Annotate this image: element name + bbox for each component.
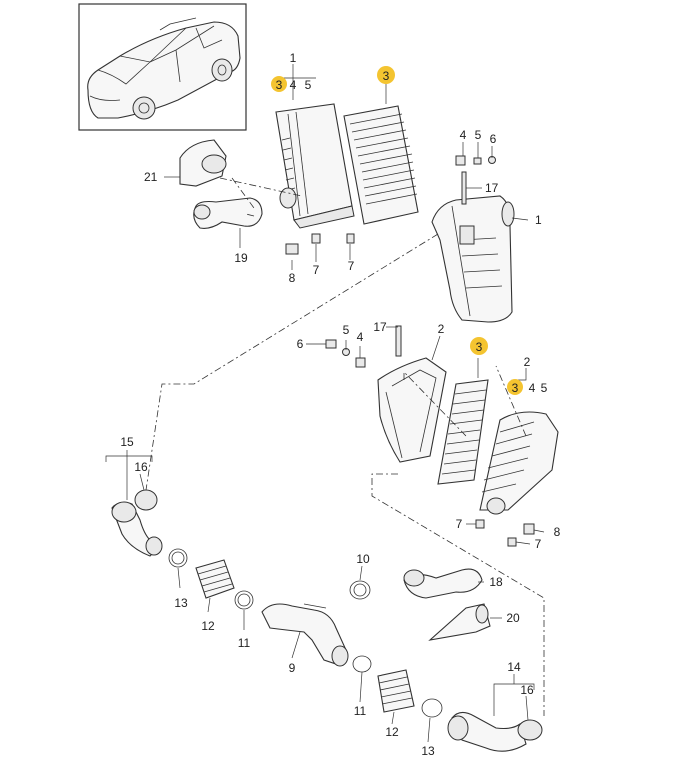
- callout-3: 3: [276, 78, 283, 92]
- bottom-clamp-11: [352, 655, 372, 673]
- callout-12: 12: [385, 725, 399, 739]
- left-clamp-11: [234, 590, 254, 610]
- highlight-marker: [377, 66, 395, 84]
- callout-8: 8: [289, 271, 296, 285]
- callout-10: 10: [356, 552, 370, 566]
- callout-5: 5: [475, 128, 482, 142]
- upper-small-parts: [285, 155, 496, 255]
- mid-airbox-lower-half: [479, 411, 559, 515]
- callout-14: 14: [507, 660, 521, 674]
- leader-lines: [105, 64, 545, 743]
- assembly-lines: [145, 177, 545, 716]
- callout-19: 19: [234, 251, 248, 265]
- callout-15: 15: [120, 435, 134, 449]
- mid-airbox-housing: [377, 357, 447, 463]
- callout-4: 4: [529, 381, 536, 395]
- callout-12: 12: [201, 619, 215, 633]
- callout-16: 16: [134, 460, 148, 474]
- right-intake-hose: [403, 568, 483, 599]
- callout-4: 4: [357, 330, 364, 344]
- callout-17: 17: [485, 181, 499, 195]
- callout-5: 5: [305, 78, 312, 92]
- left-air-duct-elbow: [111, 501, 163, 557]
- right-rubber-gasket: [517, 719, 543, 741]
- callout-7: 7: [535, 537, 542, 551]
- callout-7: 7: [348, 259, 355, 273]
- callout-2: 2: [438, 322, 445, 336]
- callout-13: 13: [421, 744, 435, 758]
- highlight-marker: [507, 379, 523, 395]
- center-clamp-10: [349, 580, 371, 600]
- callout-5: 5: [343, 323, 350, 337]
- callout-3: 3: [512, 381, 519, 395]
- callout-1: 1: [535, 213, 542, 227]
- callout-11: 11: [238, 636, 251, 650]
- upper-filter-element: [343, 105, 419, 225]
- callout-16: 16: [520, 683, 534, 697]
- right-inlet-funnel: [428, 603, 491, 641]
- center-main-duct: [261, 603, 349, 667]
- callout-13: 13: [174, 596, 188, 610]
- bottom-bellows: [377, 669, 415, 713]
- callout-6: 6: [297, 337, 304, 351]
- callout-11: 11: [354, 704, 367, 718]
- callout-1: 1: [290, 51, 297, 65]
- left-bellows: [195, 559, 235, 599]
- upper-airbox-lower-half: [275, 103, 355, 229]
- callout-3: 3: [383, 69, 390, 83]
- callout-6: 6: [490, 132, 497, 146]
- highlight-marker: [271, 76, 287, 92]
- right-air-duct-elbow: [447, 711, 527, 752]
- left-rubber-gasket: [134, 489, 158, 511]
- left-clamp-13: [168, 548, 188, 568]
- callout-9: 9: [289, 661, 296, 675]
- highlight-marker: [470, 337, 488, 355]
- callout-4: 4: [290, 78, 297, 92]
- callout-18: 18: [489, 575, 503, 589]
- callout-labels: 1 3 4 5 3 4 5 6 17 1 21 19 8 7 7 17 2 6 …: [120, 51, 560, 758]
- vehicle-thumbnail: [78, 3, 247, 131]
- bottom-clamp-13: [421, 698, 443, 718]
- callout-4: 4: [460, 128, 467, 142]
- upper-airbox-housing: [431, 195, 515, 323]
- callout-17: 17: [373, 320, 387, 334]
- upper-intake-hose: [193, 197, 263, 229]
- callout-2: 2: [524, 355, 531, 369]
- callout-7: 7: [456, 517, 463, 531]
- callout-3: 3: [476, 340, 483, 354]
- callout-20: 20: [506, 611, 520, 625]
- callout-21: 21: [144, 170, 158, 184]
- callout-8: 8: [554, 525, 561, 539]
- mid-filter-element: [437, 379, 489, 485]
- callout-7: 7: [313, 263, 320, 277]
- callout-5: 5: [541, 381, 548, 395]
- upper-inlet-duct: [179, 139, 227, 187]
